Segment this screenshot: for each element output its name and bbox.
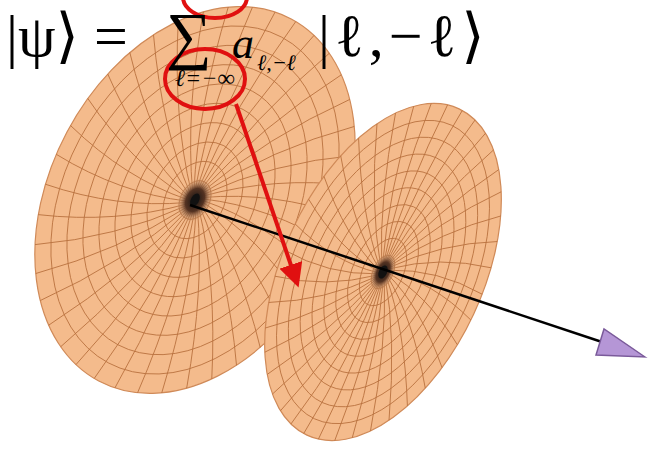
vortex-disc — [216, 67, 549, 476]
pointer-arrow — [236, 104, 296, 280]
disc-grid — [106, 209, 226, 392]
disc-grid — [102, 210, 206, 389]
disc-grid — [324, 278, 432, 430]
beam-axis — [190, 205, 602, 342]
disc-grid — [266, 128, 499, 416]
disc-grid — [310, 280, 391, 439]
state-symbol: |ψ⟩ = — [6, 6, 128, 66]
disc-face — [216, 67, 549, 476]
disc-grid — [386, 112, 475, 273]
vortex-core — [363, 247, 403, 296]
disc-grid — [351, 275, 462, 388]
disc-grid — [340, 277, 453, 406]
disc-grid — [331, 278, 443, 421]
disc-grid — [61, 186, 190, 370]
coefficient: a — [232, 22, 254, 66]
disc-grid — [64, 126, 192, 203]
disc-grid — [312, 280, 404, 441]
disc-grid — [49, 176, 190, 358]
disc-grid — [361, 103, 453, 264]
disc-grid — [304, 156, 415, 269]
disc-grid — [313, 138, 426, 267]
sum-lower-limit: ℓ=−∞ — [175, 66, 235, 90]
disc-grid — [112, 209, 245, 393]
disc-grid — [388, 144, 499, 290]
disc-grid — [56, 137, 187, 220]
disc-grid — [35, 151, 187, 299]
disc-grid — [76, 196, 191, 378]
disc-grid — [40, 167, 188, 342]
disc-grid — [267, 254, 378, 400]
disc-grid — [291, 272, 380, 433]
disc-grid — [323, 124, 435, 267]
disc-grid — [389, 182, 501, 300]
coefficient-index: ℓ,−ℓ — [257, 52, 296, 74]
disc-grid — [316, 190, 449, 354]
disc-grid — [304, 278, 383, 436]
disc-grid — [275, 236, 377, 315]
disc-grid — [130, 207, 280, 379]
disc-grid — [350, 231, 417, 313]
disc-grid — [283, 149, 483, 395]
vortex-core — [168, 170, 222, 230]
disc-grid — [375, 105, 456, 264]
disc-grid — [335, 113, 443, 265]
disc-grid — [45, 140, 186, 247]
sum-symbol: ∑ — [166, 4, 212, 68]
disc-grid — [290, 224, 381, 275]
disc-grid — [105, 100, 284, 299]
disc-grid — [265, 248, 378, 382]
disc-grid — [389, 229, 491, 308]
basis-state: |ℓ,−ℓ⟩ — [318, 6, 490, 66]
disc-grid — [233, 87, 533, 457]
disc-grid — [120, 208, 263, 388]
disc-grid — [269, 239, 377, 339]
disc-grid — [250, 108, 517, 437]
propagation-arrowhead — [596, 329, 645, 357]
disc-grid — [38, 145, 187, 274]
disc-grid — [384, 108, 463, 266]
